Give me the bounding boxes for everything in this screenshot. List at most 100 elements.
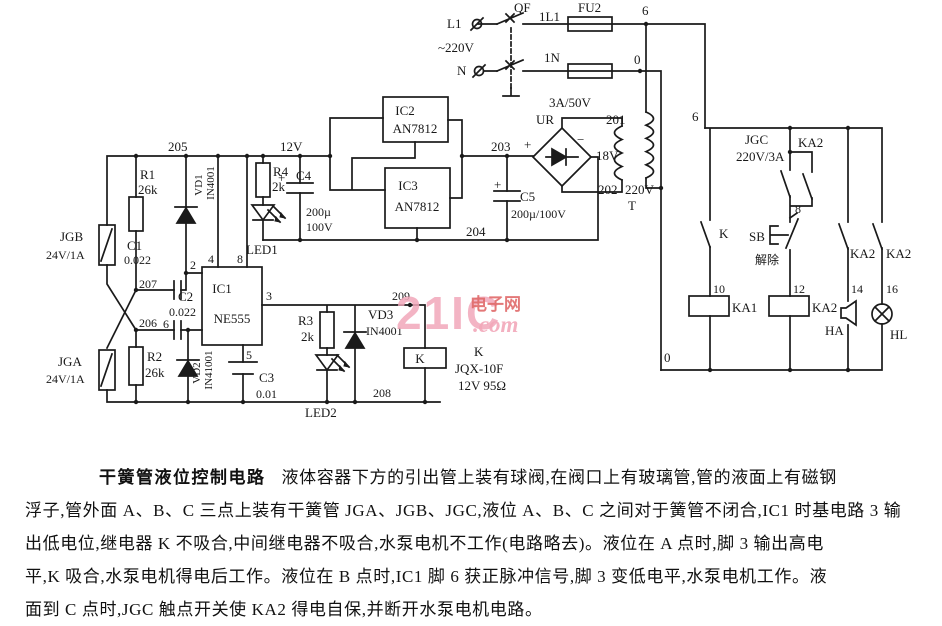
wires-mains-input [477, 23, 706, 371]
label-k-contact: K [719, 226, 729, 241]
label-node16: 16 [886, 282, 898, 296]
label-t: T [628, 198, 636, 213]
diode-vd1 [174, 206, 198, 224]
label-node14: 14 [851, 282, 863, 296]
label-jgc: JGC [745, 132, 768, 147]
diode-vd2 [176, 359, 200, 377]
label-r3-val: 2k [301, 329, 315, 344]
circuit-description: 干簧管液位控制电路液体容器下方的引出管上装有球阀,在阀口上有玻璃管,管的液面上有… [0, 461, 942, 626]
reed-switch-level-control-schematic: L1 ~220V N QF 1L1 1N FU2 6 0 6 0 3A/50V … [46, 0, 911, 420]
label-pin5: 5 [246, 348, 252, 362]
label-pin4: 4 [208, 252, 214, 266]
description-line-5: 面到 C 点时,JGC 触点开关使 KA2 得电自保,并断开水泵电机电路。 [25, 600, 543, 619]
terminal-n-icon [471, 63, 487, 79]
label-208: 208 [373, 386, 391, 400]
label-k-name: K [474, 344, 484, 359]
ic3-box [384, 167, 451, 229]
label-r1-val: 26k [138, 182, 158, 197]
resistor-r2 [128, 346, 144, 386]
label-ic1: IC1 [212, 281, 232, 296]
label-ka2-contact1: KA2 [850, 246, 875, 261]
label-c4: C4 [296, 168, 312, 183]
label-ic3-type: AN7812 [395, 199, 440, 214]
label-jgb-val: 24V/1A [46, 248, 85, 262]
description-line-3: 出低电位,继电器 K 不吸合,中间继电器不吸合,水泵电机不工作(电路略去)。液位… [25, 534, 824, 553]
contact-ka2-parallel-blade [801, 172, 814, 201]
label-k-val: 12V 95Ω [458, 378, 506, 393]
label-ur: UR [536, 112, 554, 127]
buzzer-ha-icon [840, 299, 857, 327]
label-c1-val: 0.022 [124, 253, 151, 267]
resistor-r3 [319, 311, 335, 349]
label-jga-val: 24V/1A [46, 372, 85, 386]
label-r2-val: 26k [145, 365, 165, 380]
label-vd3: VD3 [368, 307, 393, 322]
led1-icon [250, 204, 287, 224]
label-led2: LED2 [305, 405, 337, 420]
label-r4-val: 2k [272, 179, 286, 194]
description-line-2: 浮子,管外面 A、B、C 三点上装有干簧管 JGA、JGB、JGC,液位 A、B… [25, 501, 902, 520]
label-c3-val: 0.01 [256, 387, 277, 401]
pushbutton-sb [769, 211, 800, 250]
diode-vd3 [343, 331, 367, 349]
label-c2: C2 [178, 289, 193, 304]
label-vd2-type: IN41001 [203, 350, 215, 389]
relay-coil-ka2 [768, 295, 810, 317]
relay-coil-k [403, 347, 447, 369]
label-node8: 8 [795, 202, 801, 216]
label-ic3: IC3 [398, 178, 418, 193]
label-r3: R3 [298, 313, 313, 328]
label-ic1-type: NE555 [214, 311, 251, 326]
label-vd1-type: IN4001 [205, 166, 217, 200]
junction-dots [133, 21, 851, 405]
watermark-brand: 21IC [396, 287, 501, 339]
label-sb-note: 解除 [755, 252, 779, 267]
label-1l1: 1L1 [539, 9, 560, 24]
label-r4: R4 [273, 164, 289, 179]
label-sb: SB [749, 229, 765, 244]
lamp-hl-icon [871, 303, 893, 325]
label-fu2: FU2 [578, 0, 601, 15]
label-r2: R2 [147, 349, 162, 364]
label-ka2-top: KA2 [798, 135, 823, 150]
label-mains: ~220V [438, 40, 475, 55]
watermark-cn: 电子网 [470, 294, 521, 314]
label-c2-val: 0.022 [169, 305, 196, 319]
label-jgb: JGB [60, 229, 83, 244]
label-node6-top: 6 [642, 3, 649, 18]
description-text-1: 液体容器下方的引出管上装有球阀,在阀口上有玻璃管,管的液面上有磁钢 [281, 468, 837, 487]
label-207: 207 [139, 277, 157, 291]
description-line-1: 干簧管液位控制电路液体容器下方的引出管上装有球阀,在阀口上有玻璃管,管的液面上有… [25, 461, 924, 494]
label-led1: LED1 [246, 242, 278, 257]
description-line-4: 平,K 吸合,水泵电机得电后工作。液位在 B 点时,IC1 脚 6 获正脉冲信号… [25, 567, 828, 586]
capacitor-c1 [173, 280, 182, 300]
capacitor-c4 [286, 182, 314, 194]
label-pin6: 6 [163, 317, 169, 331]
label-c5-val: 200µ/100V [511, 207, 566, 221]
relay-coil-ka1 [688, 295, 730, 317]
label-c5: C5 [520, 189, 535, 204]
label-hl: HL [890, 327, 907, 342]
circuit-title: 干簧管液位控制电路 [99, 468, 266, 487]
label-r1: R1 [140, 167, 155, 182]
label-c4-val1: 200µ [306, 205, 331, 219]
label-k-type: JQX-10F [455, 361, 503, 376]
label-209: 209 [392, 289, 410, 303]
terminal-l1-icon [469, 16, 485, 32]
label-1n: 1N [544, 50, 561, 65]
wires-power-supply [262, 23, 662, 241]
capacitor-c3 [228, 361, 258, 375]
label-205: 205 [168, 139, 188, 154]
contact-jgc-blade [779, 169, 792, 199]
ic1-box [201, 266, 263, 346]
label-ka1: KA1 [732, 300, 757, 315]
fuse-neutral [567, 63, 613, 79]
label-201: 201 [606, 112, 626, 127]
label-qf: QF [514, 0, 531, 15]
label-220v: 220V [625, 182, 655, 197]
label-pin2: 2 [190, 258, 196, 272]
watermark-com: .com [473, 312, 518, 337]
label-203: 203 [491, 139, 511, 154]
label-c3: C3 [259, 370, 274, 385]
label-c5-plus: + [494, 177, 501, 192]
